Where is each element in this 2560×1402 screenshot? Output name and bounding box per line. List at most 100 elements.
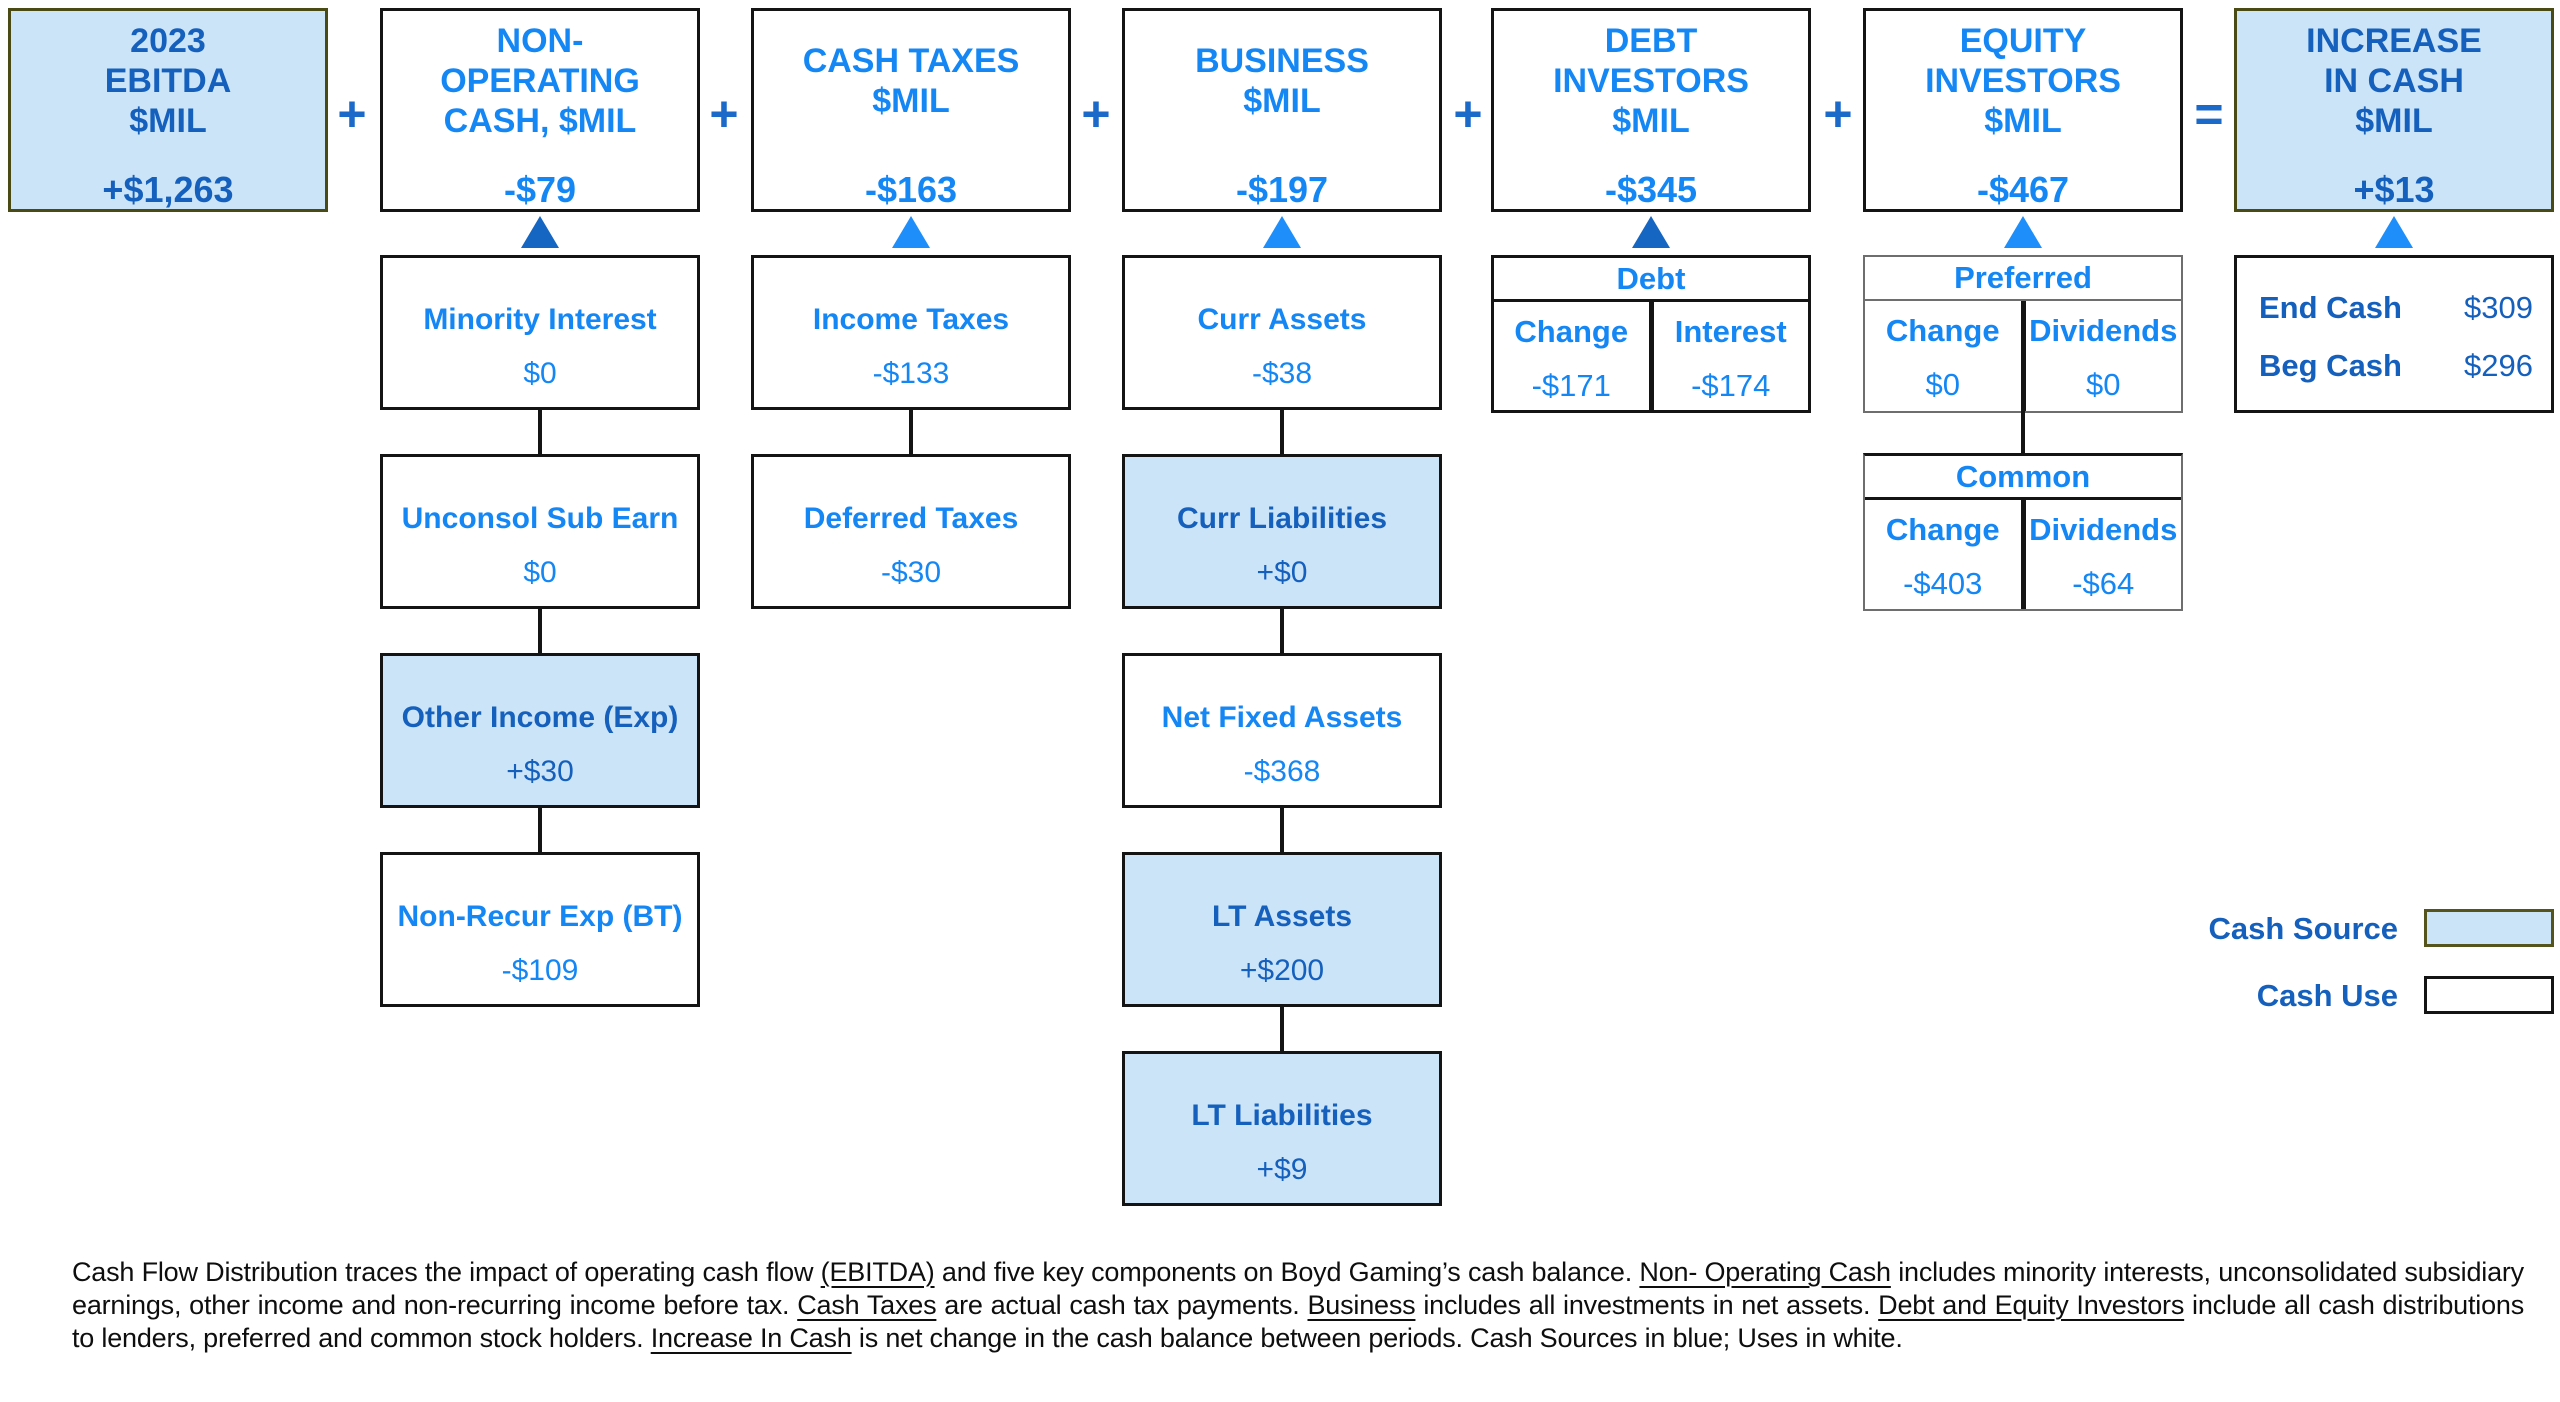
beg-cash-label: Beg Cash: [2259, 348, 2402, 383]
common-table: Common Change -$403 Dividends -$64: [1863, 453, 2183, 611]
other-income-label: Other Income (Exp): [401, 701, 679, 734]
increase-in-cash-box: INCREASE IN CASH $MIL +$13: [2234, 8, 2554, 212]
unconsol-sub-earn-label: Unconsol Sub Earn: [401, 502, 679, 535]
cash-taxes-value: -$163: [864, 169, 958, 210]
equity-investors-box: EQUITY INVESTORS $MIL -$467: [1863, 8, 2183, 212]
ebitda-title: 2023 EBITDA $MIL: [104, 22, 232, 140]
connector-line: [538, 806, 542, 854]
income-taxes-label: Income Taxes: [812, 303, 1010, 336]
connector-line: [909, 408, 913, 456]
end-cash-value: $309: [2464, 290, 2533, 325]
plus-operator-4: +: [1453, 86, 1483, 142]
debt-investors-value: -$345: [1604, 169, 1698, 210]
up-arrow-icon: [1263, 216, 1301, 248]
deferred-taxes-value: -$30: [880, 556, 942, 589]
preferred-table: Preferred Change $0 Dividends $0: [1863, 255, 2183, 413]
preferred-change-cell: Change $0: [1865, 301, 2021, 411]
curr-liabilities-box: Curr Liabilities +$0: [1122, 454, 1442, 609]
connector-line: [538, 408, 542, 456]
debt-change-value: -$171: [1531, 368, 1611, 403]
lt-assets-box: LT Assets +$200: [1122, 852, 1442, 1007]
cash-taxes-box: CASH TAXES $MIL -$163: [751, 8, 1071, 212]
equity-investors-value: -$467: [1976, 169, 2070, 210]
unconsol-sub-earn-value: $0: [523, 556, 557, 589]
common-dividends-label: Dividends: [2029, 512, 2178, 547]
non-recur-exp-label: Non-Recur Exp (BT): [397, 900, 683, 933]
up-arrow-icon: [521, 216, 559, 248]
minority-interest-label: Minority Interest: [423, 303, 657, 336]
non-recur-exp-box: Non-Recur Exp (BT) -$109: [380, 852, 700, 1007]
curr-liabilities-label: Curr Liabilities: [1176, 502, 1388, 535]
net-fixed-assets-value: -$368: [1243, 755, 1321, 788]
connector-line: [1280, 806, 1284, 854]
preferred-change-value: $0: [1925, 367, 1960, 402]
non-operating-cash-title: NON- OPERATING CASH, $MIL: [440, 22, 640, 140]
equals-operator: =: [2194, 86, 2224, 142]
net-fixed-assets-label: Net Fixed Assets: [1161, 701, 1403, 734]
lt-liabilities-value: +$9: [1256, 1153, 1308, 1186]
business-title: BUSINESS $MIL: [1195, 42, 1369, 120]
net-fixed-assets-box: Net Fixed Assets -$368: [1122, 653, 1442, 808]
plus-operator-1: +: [337, 86, 367, 142]
cash-source-swatch: [2424, 909, 2554, 947]
non-operating-cash-box: NON- OPERATING CASH, $MIL -$79: [380, 8, 700, 212]
non-operating-cash-value: -$79: [503, 169, 577, 210]
preferred-dividends-label: Dividends: [2029, 313, 2178, 348]
debt-interest-label: Interest: [1674, 314, 1787, 349]
beg-cash-value: $296: [2464, 348, 2533, 383]
non-recur-exp-value: -$109: [501, 954, 579, 987]
connector-line: [1280, 1005, 1284, 1053]
unconsol-sub-earn-box: Unconsol Sub Earn $0: [380, 454, 700, 609]
curr-assets-box: Curr Assets -$38: [1122, 255, 1442, 410]
debt-interest-cell: Interest -$174: [1648, 302, 1809, 410]
common-change-value: -$403: [1903, 566, 1983, 601]
deferred-taxes-label: Deferred Taxes: [803, 502, 1019, 535]
connector-line: [2021, 411, 2025, 455]
plus-operator-5: +: [1823, 86, 1853, 142]
ebitda-value: +$1,263: [102, 169, 234, 210]
cash-source-legend-label: Cash Source: [2208, 911, 2398, 946]
common-dividends-cell: Dividends -$64: [2020, 500, 2182, 609]
up-arrow-icon: [892, 216, 930, 248]
debt-change-cell: Change -$171: [1494, 302, 1649, 410]
cash-taxes-title: CASH TAXES $MIL: [802, 42, 1020, 120]
footnote-text: Cash Flow Distribution traces the impact…: [72, 1257, 2525, 1353]
debt-investors-title: DEBT INVESTORS $MIL: [1553, 22, 1749, 140]
debt-investors-box: DEBT INVESTORS $MIL -$345: [1491, 8, 1811, 212]
minority-interest-box: Minority Interest $0: [380, 255, 700, 410]
up-arrow-icon: [2004, 216, 2042, 248]
connector-line: [538, 607, 542, 655]
plus-operator-3: +: [1081, 86, 1111, 142]
business-box: BUSINESS $MIL -$197: [1122, 8, 1442, 212]
preferred-dividends-cell: Dividends $0: [2020, 301, 2182, 411]
up-arrow-icon: [1632, 216, 1670, 248]
increase-in-cash-value: +$13: [2353, 169, 2435, 210]
preferred-table-header: Preferred: [1865, 257, 2181, 301]
up-arrow-icon: [2375, 216, 2413, 248]
minority-interest-value: $0: [523, 357, 557, 390]
common-change-cell: Change -$403: [1865, 500, 2021, 609]
lt-liabilities-box: LT Liabilities +$9: [1122, 1051, 1442, 1206]
connector-line: [1280, 607, 1284, 655]
lt-liabilities-label: LT Liabilities: [1191, 1099, 1373, 1132]
lt-assets-label: LT Assets: [1211, 900, 1353, 933]
other-income-value: +$30: [506, 755, 574, 788]
end-cash-label: End Cash: [2259, 290, 2402, 325]
cash-use-legend-label: Cash Use: [2256, 978, 2398, 1013]
business-value: -$197: [1235, 169, 1329, 210]
ebitda-box: 2023 EBITDA $MIL +$1,263: [8, 8, 328, 212]
cash-balance-box: End Cash $309 Beg Cash $296: [2234, 255, 2554, 413]
other-income-box: Other Income (Exp) +$30: [380, 653, 700, 808]
increase-in-cash-title: INCREASE IN CASH $MIL: [2306, 22, 2482, 140]
plus-operator-2: +: [709, 86, 739, 142]
income-taxes-box: Income Taxes -$133: [751, 255, 1071, 410]
beg-cash-row: Beg Cash $296: [2259, 348, 2533, 384]
common-dividends-value: -$64: [2072, 566, 2135, 601]
debt-table: Debt Change -$171 Interest -$174: [1491, 255, 1811, 413]
preferred-dividends-value: $0: [2086, 367, 2121, 402]
cash-use-swatch: [2424, 976, 2554, 1014]
curr-assets-label: Curr Assets: [1197, 303, 1367, 336]
curr-liabilities-value: +$0: [1256, 556, 1308, 589]
equity-investors-title: EQUITY INVESTORS $MIL: [1925, 22, 2121, 140]
